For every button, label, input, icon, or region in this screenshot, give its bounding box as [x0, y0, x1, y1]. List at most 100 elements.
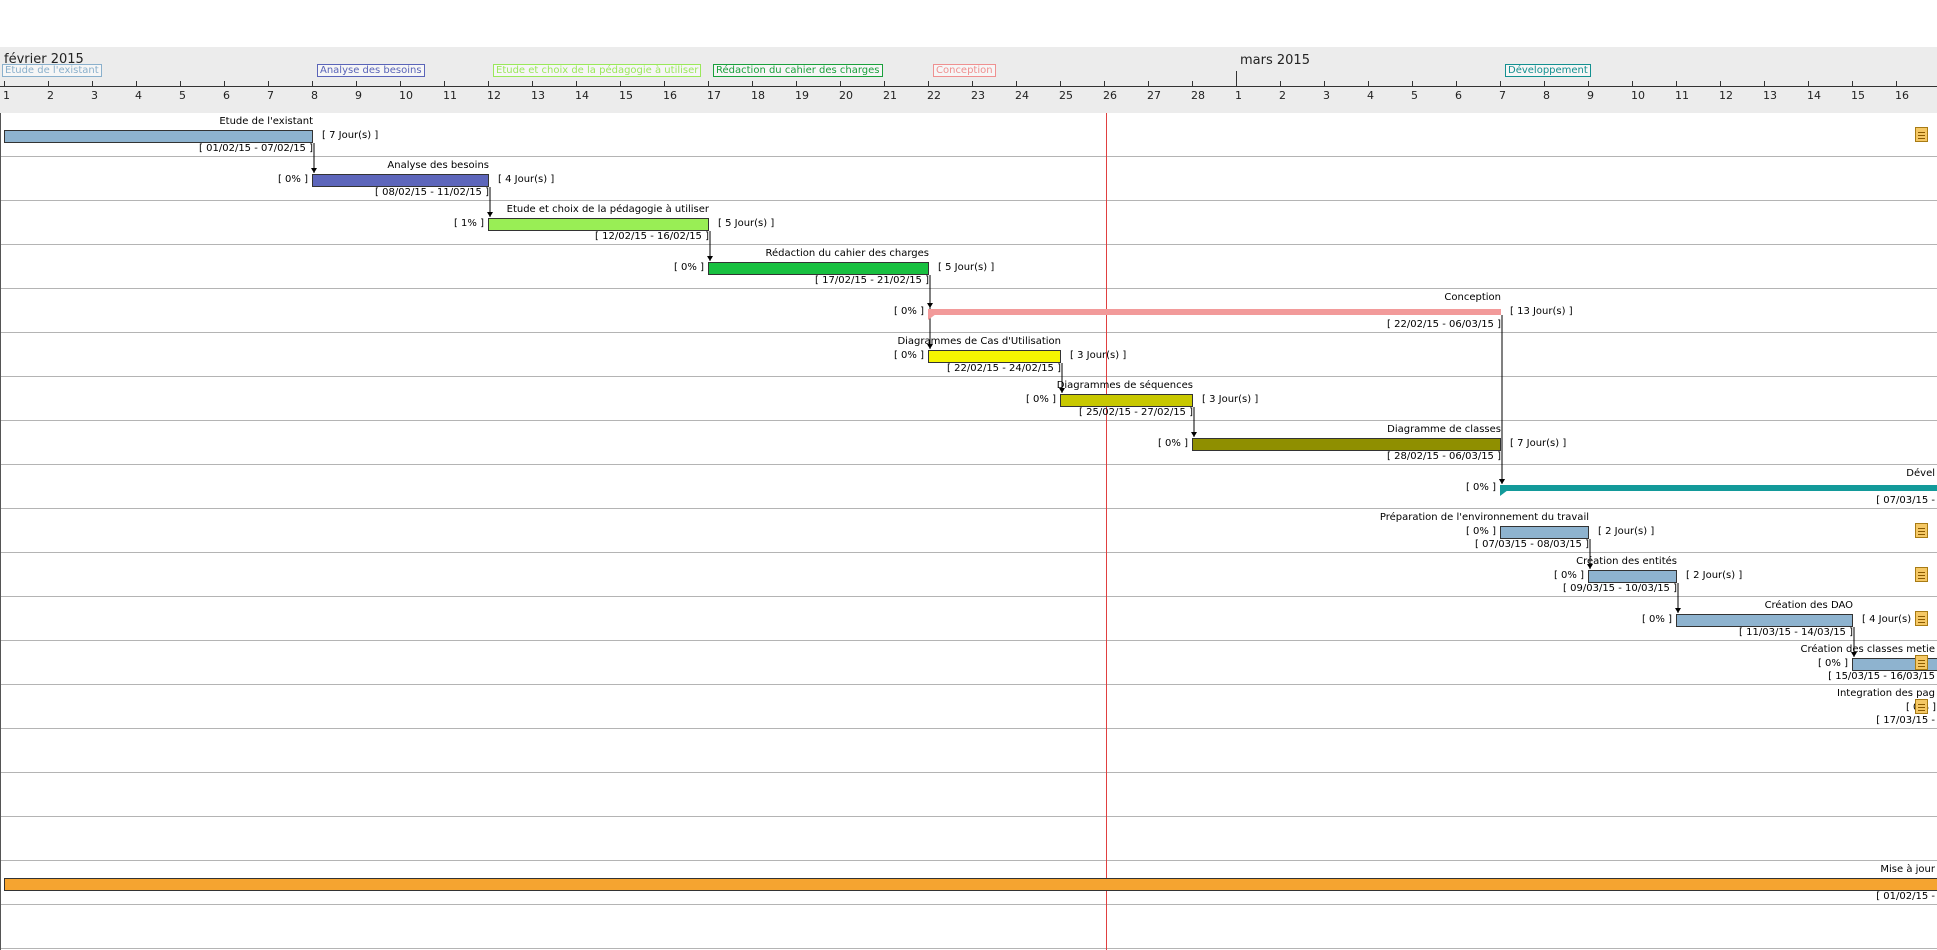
day-tick [1852, 81, 1853, 87]
task-duration: [ 2 Jour(s) ] [1598, 526, 1655, 537]
day-tick [884, 81, 885, 87]
task-percent: [ 0% ] [673, 262, 704, 273]
note-icon[interactable] [1915, 611, 1928, 626]
day-tick [488, 81, 489, 87]
dependency-arrowhead [707, 256, 713, 261]
day-tick [1676, 81, 1677, 87]
day-tick [1456, 81, 1457, 87]
day-tick [356, 81, 357, 87]
day-label: 27 [1147, 89, 1161, 102]
day-label: 1 [3, 89, 10, 102]
day-label: 13 [1763, 89, 1777, 102]
task-bar[interactable] [928, 350, 1061, 363]
day-label: 22 [927, 89, 941, 102]
task-percent: [ 0% ] [1465, 482, 1496, 493]
summary-bar[interactable] [928, 309, 1501, 315]
phase-chip[interactable]: Rédaction du cahier des charges [713, 64, 883, 77]
day-tick [224, 81, 225, 87]
task-duration: [ 7 Jour(s) ] [322, 130, 379, 141]
day-tick [1544, 81, 1545, 87]
task-percent: [ 0% ] [893, 350, 924, 361]
task-dates: [ 09/03/15 - 10/03/15 ] [1563, 583, 1677, 594]
day-label: 10 [1631, 89, 1645, 102]
day-label: 8 [311, 89, 318, 102]
row-separator [0, 728, 1937, 729]
row-separator [0, 948, 1937, 949]
task-bar[interactable] [312, 174, 489, 187]
task-bar[interactable] [4, 130, 313, 143]
task-bar[interactable] [1676, 614, 1853, 627]
task-dates: [ 08/02/15 - 11/02/15 ] [375, 187, 489, 198]
day-label: 3 [91, 89, 98, 102]
row-separator [0, 244, 1937, 245]
day-tick [92, 81, 93, 87]
task-name: Diagrammes de séquences [1056, 380, 1193, 391]
note-icon[interactable] [1915, 567, 1928, 582]
day-label: 12 [1719, 89, 1733, 102]
task-bar[interactable] [1060, 394, 1193, 407]
day-label: 10 [399, 89, 413, 102]
day-tick [708, 81, 709, 87]
note-icon[interactable] [1915, 127, 1928, 142]
phase-chip[interactable]: Analyse des besoins [317, 64, 425, 77]
day-tick [1588, 81, 1589, 87]
day-tick [1720, 81, 1721, 87]
day-label: 16 [663, 89, 677, 102]
today-marker [1106, 113, 1107, 950]
row-separator [0, 464, 1937, 465]
day-label: 4 [1367, 89, 1374, 102]
task-bar[interactable] [708, 262, 929, 275]
day-label: 14 [1807, 89, 1821, 102]
task-bar[interactable] [4, 878, 1937, 891]
day-label: 13 [531, 89, 545, 102]
day-label: 1 [1235, 89, 1242, 102]
day-label: 8 [1543, 89, 1550, 102]
task-bar[interactable] [1588, 570, 1677, 583]
task-percent: [ 0% ] [1817, 658, 1848, 669]
dependency-arrowhead [1851, 652, 1857, 657]
task-duration: [ 3 Jour(s) ] [1070, 350, 1127, 361]
phase-chip[interactable]: Etude et choix de la pédagogie à utilise… [493, 64, 702, 77]
note-icon[interactable] [1915, 699, 1928, 714]
day-label: 9 [355, 89, 362, 102]
day-tick [180, 81, 181, 87]
day-label: 15 [1851, 89, 1865, 102]
dependency-arrowhead [1587, 564, 1593, 569]
day-tick [1016, 81, 1017, 87]
day-tick [664, 81, 665, 87]
day-label: 16 [1895, 89, 1909, 102]
day-label: 6 [1455, 89, 1462, 102]
task-percent: [ 0% ] [1641, 614, 1672, 625]
dependency-arrowhead [311, 168, 317, 173]
phase-chip[interactable]: Etude de l'existant [2, 64, 102, 77]
task-name: Diagrammes de Cas d'Utilisation [897, 336, 1061, 347]
day-tick [1280, 81, 1281, 87]
day-label: 21 [883, 89, 897, 102]
day-tick [400, 81, 401, 87]
day-label: 2 [47, 89, 54, 102]
day-tick [1148, 81, 1149, 87]
note-icon[interactable] [1915, 655, 1928, 670]
dependency-arrowhead [1499, 479, 1505, 484]
phase-chip[interactable]: Conception [933, 64, 996, 77]
day-tick [1808, 81, 1809, 87]
month-label: mars 2015 [1240, 53, 1310, 68]
summary-bar[interactable] [1500, 485, 1937, 491]
task-bar[interactable] [488, 218, 709, 231]
day-tick [312, 81, 313, 87]
day-label: 26 [1103, 89, 1117, 102]
row-separator [0, 640, 1937, 641]
note-icon[interactable] [1915, 523, 1928, 538]
task-bar[interactable] [1500, 526, 1589, 539]
task-bar[interactable] [1192, 438, 1501, 451]
task-name: Création des entités [1576, 556, 1677, 567]
task-percent: [ 0% ] [1465, 526, 1496, 537]
day-tick [1192, 81, 1193, 87]
day-tick [620, 81, 621, 87]
task-duration: [ 3 Jour(s) ] [1202, 394, 1259, 405]
phase-chip[interactable]: Développement [1505, 64, 1591, 77]
task-name: Etude de l'existant [219, 116, 313, 127]
day-tick [840, 81, 841, 87]
task-dates: [ 15/03/15 - 16/03/15 [1828, 671, 1935, 682]
